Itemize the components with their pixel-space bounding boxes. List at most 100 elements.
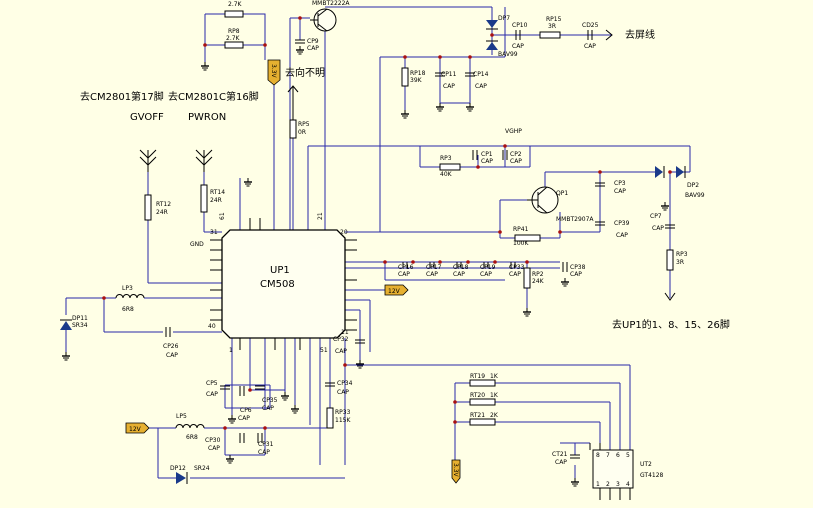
ut2-pin: 7 — [606, 452, 610, 459]
label-value: GT4128 — [640, 472, 664, 479]
label-ref: CP26 — [163, 343, 179, 350]
label-ref: CP16 — [398, 264, 414, 271]
ic-pin-40: 40 — [208, 323, 216, 330]
net-gvoff: GVOFF — [130, 112, 164, 123]
label-value: CAP — [258, 449, 270, 456]
svg-text:12V: 12V — [129, 426, 142, 433]
ut2-pin: 1 — [596, 481, 600, 488]
ut2-pin: 2 — [606, 481, 610, 488]
label-ref: CP2 — [510, 151, 522, 158]
label-value: CAP — [555, 459, 567, 466]
note-direction-unclear: 去向不明 — [285, 66, 325, 79]
label-value: 1K — [490, 392, 499, 399]
label-value: CAP — [208, 445, 220, 452]
label-value: CAP — [570, 271, 582, 278]
label-value: CAP — [206, 391, 218, 398]
label-ref: RP41 — [513, 226, 529, 233]
label-value: CAP — [616, 232, 628, 239]
arrow-down-icon — [664, 292, 676, 301]
svg-text:12V: 12V — [388, 288, 401, 295]
label-ref: CP11 — [441, 71, 457, 78]
ut2-pin: 5 — [626, 452, 630, 459]
net-pwron: PWRON — [188, 112, 226, 123]
ut2-pin: 8 — [596, 452, 600, 459]
label-value: CAP — [166, 352, 178, 359]
label-value: 24R — [210, 197, 222, 204]
ic-pin-51: 51 — [320, 347, 328, 354]
label-ref: CP5 — [206, 380, 218, 387]
label-value: 24R — [156, 209, 168, 216]
label-ref: DP11 — [72, 315, 88, 322]
label-ref: CP7 — [650, 213, 662, 220]
label-value: 3R — [676, 259, 684, 266]
label-ref: MMBT2222A — [312, 0, 350, 7]
label-value: 6R8 — [186, 434, 198, 441]
label-value: 115K — [335, 417, 351, 424]
ic-up1: UP1 CM508 31 20 40 11 21 51 61 1 — [208, 212, 357, 354]
power-tag-12v: 12V — [384, 284, 409, 296]
label-value: CAP — [614, 188, 626, 195]
label-value: CAP — [307, 45, 319, 52]
label-ref: CD25 — [582, 22, 599, 29]
power-tag-3v3: 3.3V — [267, 59, 281, 86]
label-value: MMBT2907A — [556, 216, 594, 223]
label-ref: UT2 — [640, 461, 652, 468]
label-ref: DP2 — [687, 182, 699, 189]
label-value: 1K — [490, 373, 499, 380]
arrow-down-icon — [139, 149, 157, 172]
component-symbols — [60, 8, 686, 500]
label-ref: CP32 — [333, 336, 349, 343]
label-value: CAP — [480, 271, 492, 278]
label-ref: RP33 — [335, 409, 351, 416]
label-ref: CP33 — [509, 264, 525, 271]
label-value: 24K — [532, 278, 545, 285]
label-value: 2K — [490, 412, 499, 419]
label-value: 39K — [410, 77, 423, 84]
label-value: 6R8 — [122, 306, 134, 313]
label-value: 2.7K — [228, 1, 243, 8]
net-vghp: VGHP — [505, 128, 522, 135]
label-value: SR24 — [194, 465, 210, 472]
component-labels: 2.7K RP8 2.7K MMBT2222A CP9 CAP RP5 0R D… — [72, 0, 705, 488]
label-ref: CP18 — [453, 264, 469, 271]
note-to-up1: 去UP1的1、8、15、26脚 — [612, 318, 730, 331]
label-ref: CP19 — [480, 264, 496, 271]
ic-pin-21: 21 — [317, 212, 324, 220]
label-value: CAP — [475, 83, 487, 90]
label-ref: DP12 — [170, 465, 186, 472]
label-ref: CP17 — [426, 264, 442, 271]
label-ref: CP6 — [240, 407, 252, 414]
label-ref: RT19 — [470, 373, 485, 380]
arrow-icons — [139, 29, 676, 301]
label-ref: RP8 — [228, 28, 240, 35]
label-value: CAP — [443, 83, 455, 90]
arrow-right-icon — [605, 29, 613, 41]
note-to-cm2801: 去CM2801第17脚 — [80, 90, 164, 103]
label-value: CAP — [337, 389, 349, 396]
label-value: BAV99 — [498, 51, 518, 58]
ut2-pin: 3 — [616, 481, 620, 488]
label-ref: CP1 — [481, 151, 493, 158]
label-value: CAP — [510, 158, 522, 165]
arrow-up-icon — [287, 85, 299, 120]
label-ref: RT12 — [156, 201, 171, 208]
label-ref: DP7 — [498, 15, 510, 22]
label-value: CAP — [398, 271, 410, 278]
label-ref: CP30 — [205, 437, 221, 444]
label-value: CAP — [262, 405, 274, 412]
label-ref: RT14 — [210, 189, 225, 196]
label-value: 3R — [548, 23, 556, 30]
label-value: BAV99 — [685, 192, 705, 199]
ic-pin-20: 20 — [340, 229, 348, 236]
annotations: 去屏线 去向不明 去CM2801第17脚 去CM2801C第16脚 GVOFF … — [80, 28, 730, 331]
label-ref: CP10 — [512, 22, 528, 29]
ic-pin-31: 31 — [210, 229, 218, 236]
label-value: CAP — [426, 271, 438, 278]
junction-dots — [102, 16, 672, 430]
label-value: CAP — [335, 348, 347, 355]
label-ref: LP5 — [176, 413, 187, 420]
label-ref: QP1 — [556, 190, 568, 197]
label-ref: RP15 — [546, 16, 562, 23]
label-value: SR34 — [72, 322, 88, 329]
